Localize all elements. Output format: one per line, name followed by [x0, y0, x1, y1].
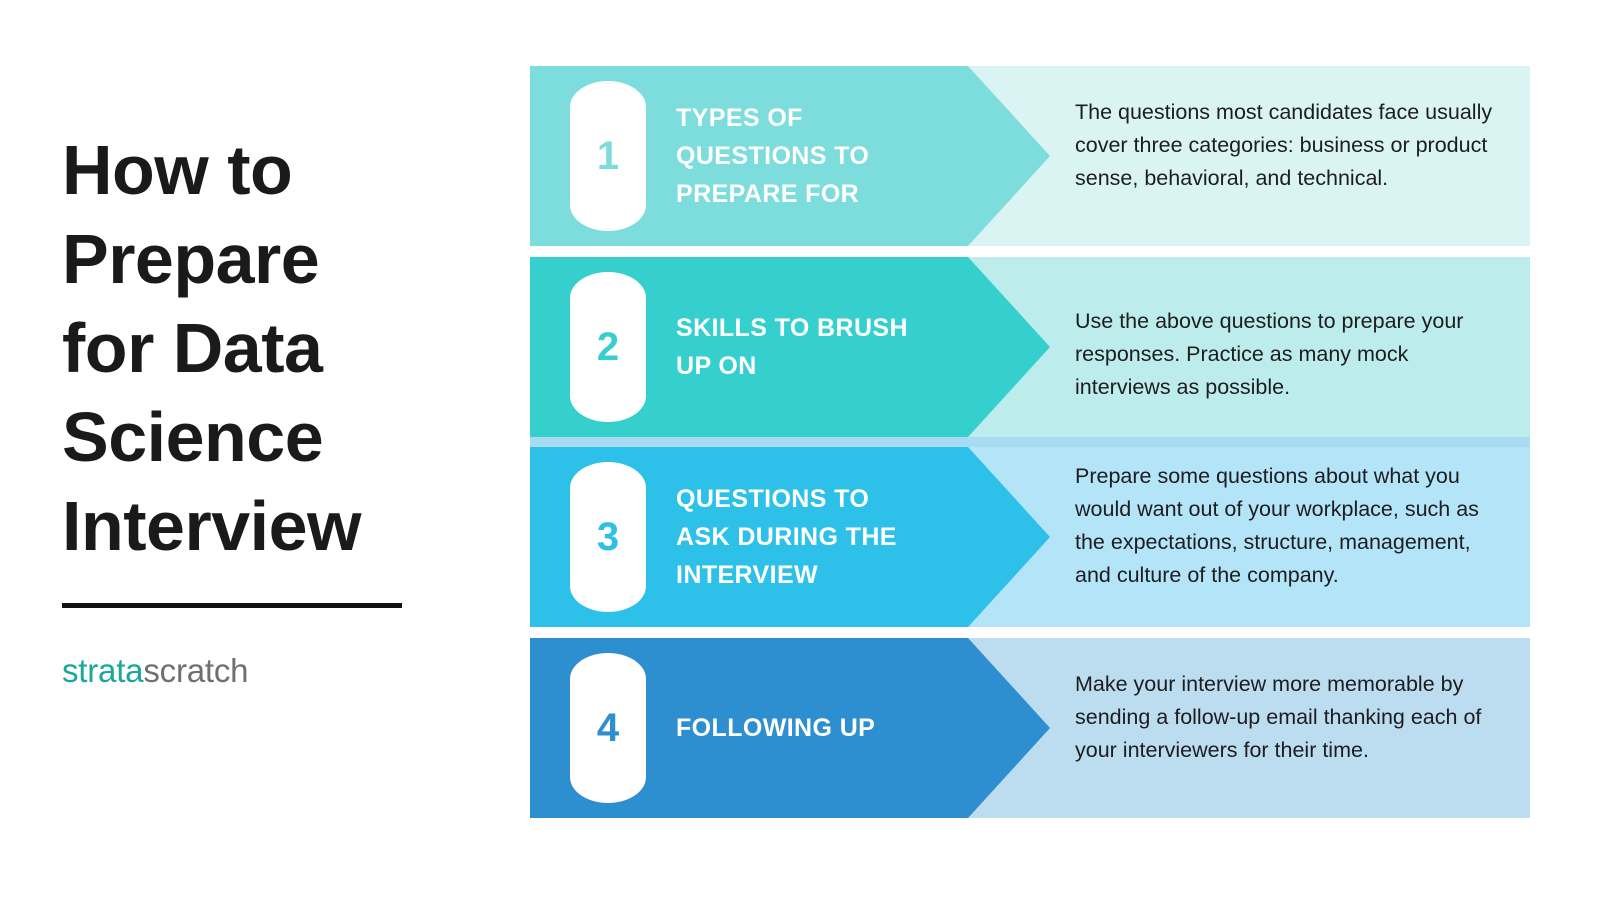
step-content: 4 FOLLOWING UP: [530, 638, 1530, 818]
step-number-label: 3: [596, 515, 620, 559]
step-number-badge: 2: [570, 272, 646, 422]
title-panel: How to Prepare for Data Science Intervie…: [62, 126, 482, 690]
step-description: Use the above questions to prepare your …: [1075, 309, 1464, 399]
step-number-badge: 1: [570, 81, 646, 231]
step-row: 2 SKILLS TO BRUSH UP ON Use the above qu…: [530, 257, 1530, 437]
brand-logo: stratascratch: [62, 652, 482, 690]
steps-list: 1 TYPES OF QUESTIONS TO PREPARE FOR The …: [530, 0, 1530, 900]
step-title: TYPES OF QUESTIONS TO PREPARE FOR: [676, 104, 870, 208]
step-title: QUESTIONS TO ASK DURING THE INTERVIEW: [676, 485, 897, 589]
step-number-badge: 4: [570, 653, 646, 803]
step-description: The questions most candidates face usual…: [1075, 100, 1493, 190]
step-row: 4 FOLLOWING UP Make your interview more …: [530, 638, 1530, 818]
step-title: FOLLOWING UP: [676, 714, 876, 742]
step-content: 1 TYPES OF QUESTIONS TO PREPARE FOR: [530, 66, 1530, 246]
step-number-badge: 3: [570, 462, 646, 612]
step-content: 3 QUESTIONS TO ASK DURING THE INTERVIEW: [530, 447, 1530, 627]
step-title: SKILLS TO BRUSH UP ON: [676, 314, 908, 380]
title-divider-rule: [62, 603, 402, 608]
step-number-label: 1: [596, 134, 620, 178]
page-title: How to Prepare for Data Science Intervie…: [62, 131, 361, 565]
step-content: 2 SKILLS TO BRUSH UP ON: [530, 257, 1530, 437]
brand-logo-part-two: scratch: [143, 652, 249, 689]
step-description: Make your interview more memorable by se…: [1075, 672, 1482, 762]
step-number-label: 2: [596, 325, 620, 369]
brand-logo-part-one: strata: [62, 652, 144, 689]
step-number-label: 4: [596, 706, 620, 750]
step-row: 1 TYPES OF QUESTIONS TO PREPARE FOR The …: [530, 66, 1530, 246]
step-description: Prepare some questions about what you wo…: [1075, 464, 1479, 587]
step-row: 3 QUESTIONS TO ASK DURING THE INTERVIEW …: [530, 447, 1530, 627]
